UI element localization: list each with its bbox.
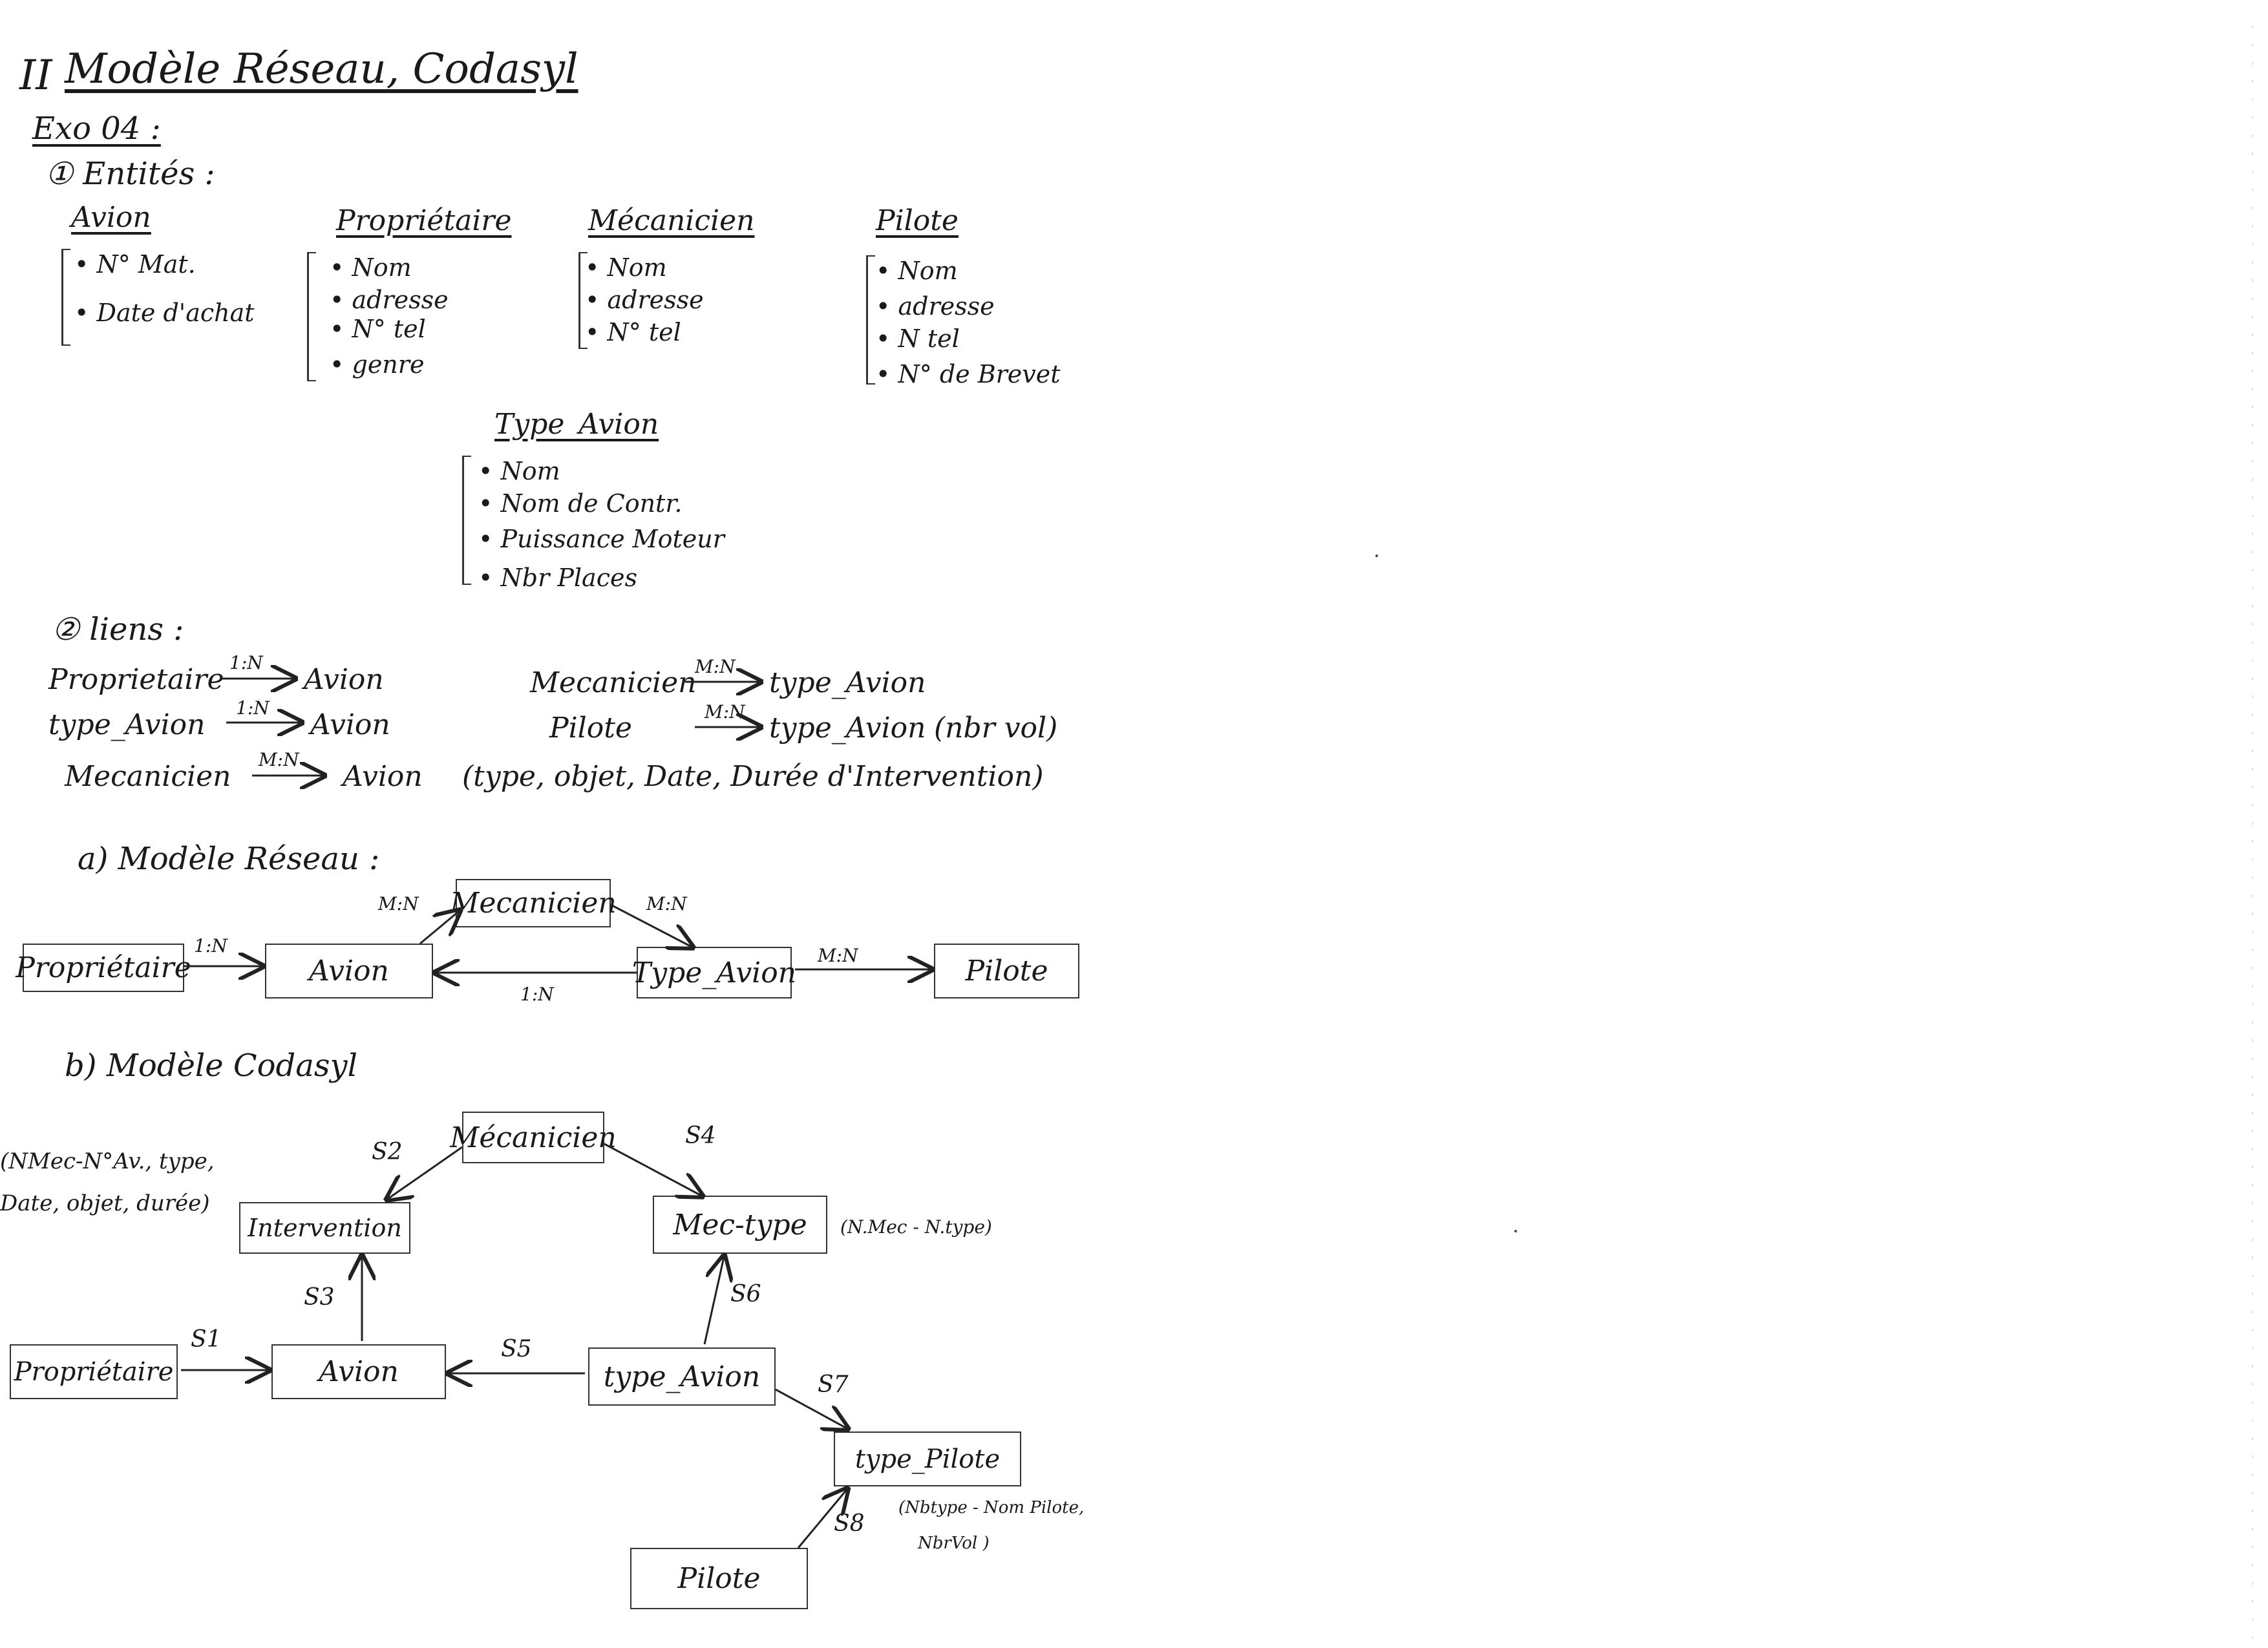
- entites-heading: ① Entités :: [45, 156, 215, 192]
- entity-avion-brace: [61, 249, 70, 346]
- lien-right: Avion: [304, 663, 384, 696]
- entity-avion-attr: • Date d'achat: [74, 299, 255, 327]
- reseau-box-proprietaire: Propriétaire: [16, 944, 191, 992]
- entity-mecanicien-attr: • Nom: [585, 253, 667, 282]
- entity-pilote-brace: [866, 255, 875, 385]
- entity-mecanicien-name: Mécanicien: [588, 204, 755, 237]
- entity-avion-name: Avion: [71, 201, 151, 234]
- codasyl-box-mec-type: Mec-type: [653, 1196, 827, 1254]
- codasyl-heading: b) Modèle Codasyl: [65, 1048, 357, 1084]
- lien-left: type_Avion: [48, 708, 206, 741]
- exercise-label: Exo 04 :: [32, 111, 161, 147]
- codasyl-box-mecanicien: Mécanicien: [450, 1112, 617, 1163]
- codasyl-box-intervention: Intervention: [239, 1202, 410, 1254]
- codasyl-note-type-pilote: (Nbtype - Nom Pilote,: [898, 1498, 1085, 1517]
- lien-left: Proprietaire: [48, 663, 224, 696]
- entity-proprietaire-attr: • Nom: [330, 253, 412, 282]
- entity-pilote-attr: • N° de Brevet: [876, 360, 1061, 388]
- entity-proprietaire-attr: • adresse: [330, 286, 449, 314]
- lien-cardinality: M:N: [705, 701, 745, 723]
- reseau-heading: a) Modèle Réseau :: [78, 841, 380, 877]
- lien-attributes: (type, objet, Date, Durée d'Intervention…: [462, 760, 1044, 793]
- lien-right: type_Avion: [769, 666, 926, 699]
- lien-left: Mecanicien: [530, 666, 697, 699]
- roman-numeral: II: [19, 52, 52, 100]
- entity-mecanicien-attr: • adresse: [585, 286, 704, 314]
- scan-mark: [1514, 1230, 1517, 1232]
- entity-pilote-attr: • N tel: [876, 324, 960, 353]
- reseau-card-mec-type: M:N: [646, 893, 687, 914]
- liens-heading: ② liens :: [52, 611, 184, 648]
- reseau-box-pilote: Pilote: [934, 944, 1079, 998]
- codasyl-set-label: S6: [730, 1281, 761, 1307]
- entity-pilote-attr: • adresse: [876, 292, 995, 321]
- lien-left: Pilote: [549, 712, 632, 745]
- entity-type-avion-name: Type_Avion: [494, 408, 659, 441]
- codasyl-box-avion: Avion: [271, 1344, 446, 1399]
- codasyl-set-label: S8: [834, 1510, 865, 1537]
- codasyl-set-label: S3: [304, 1284, 335, 1311]
- entity-type-avion-attr: • Nom: [478, 457, 560, 485]
- page-title: Modèle Réseau, Codasyl: [65, 45, 578, 93]
- lien-cardinality: M:N: [695, 656, 736, 677]
- scan-mark: [1375, 555, 1378, 557]
- codasyl-box-proprietaire: Propriétaire: [10, 1344, 178, 1399]
- codasyl-arrow: [604, 1143, 701, 1196]
- reseau-card-avion-type: 1:N: [520, 984, 554, 1005]
- entity-avion-attr: • N° Mat.: [74, 250, 196, 279]
- codasyl-box-type-pilote: type_Pilote: [834, 1431, 1021, 1486]
- entity-type-avion-attr: • Nbr Places: [478, 564, 637, 592]
- codasyl-set-label: S2: [372, 1139, 403, 1165]
- reseau-card-mec-avion: M:N: [378, 893, 419, 914]
- lien-cardinality: M:N: [259, 749, 299, 770]
- codasyl-box-type-avion: type_Avion: [588, 1347, 776, 1406]
- entity-pilote-attr: • Nom: [876, 257, 958, 285]
- lien-cardinality: 1:N: [229, 652, 263, 673]
- entity-mecanicien-attr: • N° tel: [585, 318, 681, 346]
- entity-proprietaire-attr: • N° tel: [330, 315, 426, 343]
- codasyl-note-mec-type: (N.Mec - N.type): [840, 1216, 992, 1238]
- entity-pilote-name: Pilote: [876, 204, 959, 237]
- codasyl-set-label: S4: [685, 1123, 716, 1149]
- lien-attributes: (nbr vol): [934, 712, 1058, 745]
- lien-right: Avion: [343, 760, 423, 793]
- codasyl-note-type-pilote: NbrVol ): [918, 1534, 990, 1553]
- lien-cardinality: 1:N: [236, 697, 270, 719]
- codasyl-set-label: S7: [818, 1371, 849, 1398]
- codasyl-box-pilote: Pilote: [630, 1548, 808, 1609]
- entity-type-avion-attr: • Puissance Moteur: [478, 525, 725, 553]
- codasyl-note-intervention: Date, objet, durée): [0, 1190, 210, 1216]
- codasyl-note-intervention: (NMec-N°Av., type,: [0, 1148, 215, 1174]
- entity-proprietaire-attr: • genre: [330, 350, 425, 379]
- entity-proprietaire-brace: [307, 252, 316, 381]
- reseau-card-prop-avion: 1:N: [194, 935, 228, 956]
- lien-right: Avion: [310, 708, 390, 741]
- codasyl-set-label: S5: [501, 1336, 532, 1362]
- codasyl-set-label: S1: [191, 1326, 222, 1353]
- entity-mecanicien-brace: [578, 252, 588, 349]
- entity-type-avion-attr: • Nom de Contr.: [478, 489, 683, 518]
- entity-type-avion-brace: [462, 456, 471, 585]
- lien-right: type_Avion: [769, 712, 926, 745]
- codasyl-arrow: [703, 1257, 724, 1345]
- lien-left: Mecanicien: [65, 760, 231, 793]
- reseau-card-type-pilote: M:N: [818, 945, 858, 966]
- reseau-box-mecanicien: Mecanicien: [450, 879, 617, 927]
- reseau-box-avion: Avion: [265, 944, 433, 998]
- entity-proprietaire-name: Propriétaire: [336, 204, 512, 237]
- reseau-box-type-avion: Type_Avion: [632, 947, 796, 998]
